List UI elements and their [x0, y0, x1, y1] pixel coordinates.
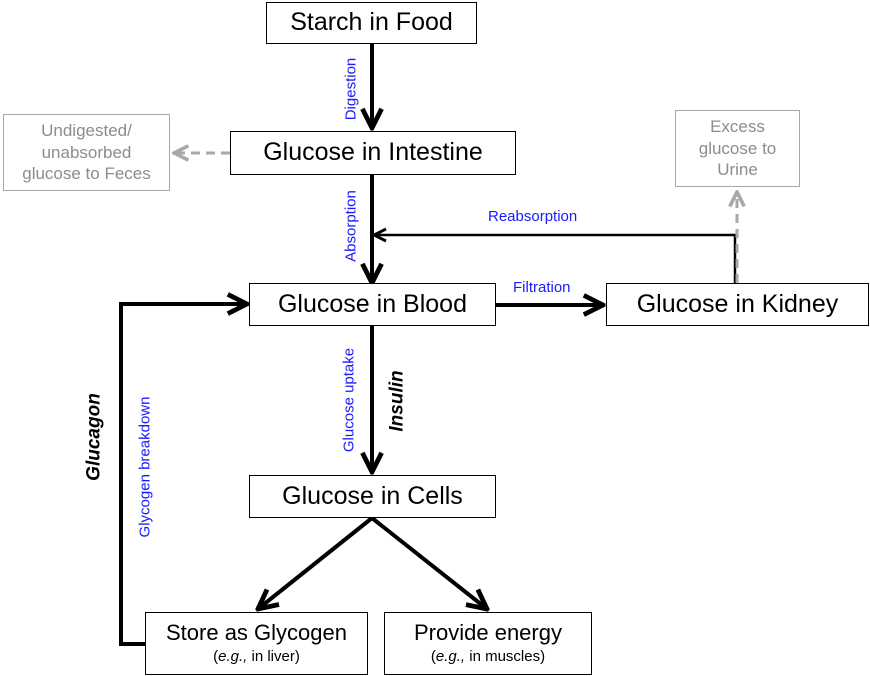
urine-box: Excess glucose to Urine: [675, 110, 800, 187]
glycogen-subtitle: (e.g., in liver): [213, 647, 300, 665]
feces-line-3: glucose to Feces: [22, 164, 151, 184]
glucagon-label: Glucagon: [83, 393, 105, 481]
glycogen-breakdown-arrow: [119, 304, 247, 646]
glycogen-box: Store as Glycogen (e.g., in liver): [145, 612, 368, 675]
starch-box: Starch in Food: [266, 2, 477, 44]
glycogen-title: Store as Glycogen: [166, 620, 347, 646]
glycogen-breakdown-label: Glycogen breakdown: [136, 396, 154, 538]
starch-label: Starch in Food: [290, 8, 453, 37]
intestine-label: Glucose in Intestine: [263, 138, 483, 167]
feces-line-2: unabsorbed: [41, 142, 132, 162]
intestine-box: Glucose in Intestine: [230, 131, 516, 175]
urine-line-2: glucose to: [698, 138, 777, 158]
to-energy-arrow: [370, 516, 487, 609]
kidney-box: Glucose in Kidney: [606, 283, 869, 326]
urine-line-3: Urine: [717, 160, 758, 180]
urine-line-1: Excess: [710, 117, 765, 137]
energy-box: Provide energy (e.g., in muscles): [384, 612, 592, 675]
kidney-label: Glucose in Kidney: [636, 289, 839, 318]
reabsorption-label: Reabsorption: [488, 208, 578, 225]
insulin-label: Insulin: [386, 370, 408, 432]
feces-line-1: Undigested/: [41, 121, 132, 141]
filtration-label: Filtration: [513, 279, 571, 296]
to-glycogen-arrow: [258, 516, 374, 609]
cells-box: Glucose in Cells: [249, 475, 496, 518]
absorption-label: Absorption: [342, 190, 360, 262]
energy-title: Provide energy: [414, 620, 562, 646]
blood-label: Glucose in Blood: [277, 289, 467, 318]
feces-box: Undigested/ unabsorbed glucose to Feces: [3, 114, 170, 191]
cells-label: Glucose in Cells: [282, 481, 463, 510]
reabsorption-arrow: [374, 235, 737, 283]
energy-subtitle: (e.g., in muscles): [430, 647, 546, 665]
glucose-uptake-label: Glucose uptake: [340, 347, 358, 453]
digestion-label: Digestion: [342, 57, 360, 121]
blood-box: Glucose in Blood: [249, 283, 496, 326]
